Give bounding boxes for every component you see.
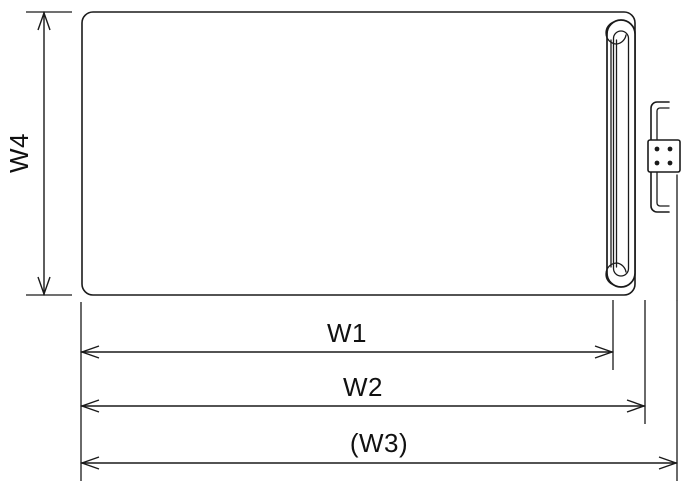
connector-plate xyxy=(647,139,681,173)
side-handle xyxy=(605,19,636,288)
connector-pins xyxy=(654,146,673,166)
dimension-label-w3: (W3) xyxy=(350,428,408,458)
dimension-w2: W2 xyxy=(79,372,647,413)
dimension-w3: (W3) xyxy=(79,428,679,470)
dimension-label-w1: W1 xyxy=(327,318,367,348)
dimension-w4: W4 xyxy=(4,10,72,297)
connector-bracket xyxy=(647,101,681,301)
dimension-label-w2: W2 xyxy=(343,372,383,402)
main-panel-body xyxy=(81,11,636,296)
right-extension-lines xyxy=(612,300,678,481)
dimension-w1: W1 xyxy=(79,318,615,359)
dimension-label-w4: W4 xyxy=(4,133,34,173)
